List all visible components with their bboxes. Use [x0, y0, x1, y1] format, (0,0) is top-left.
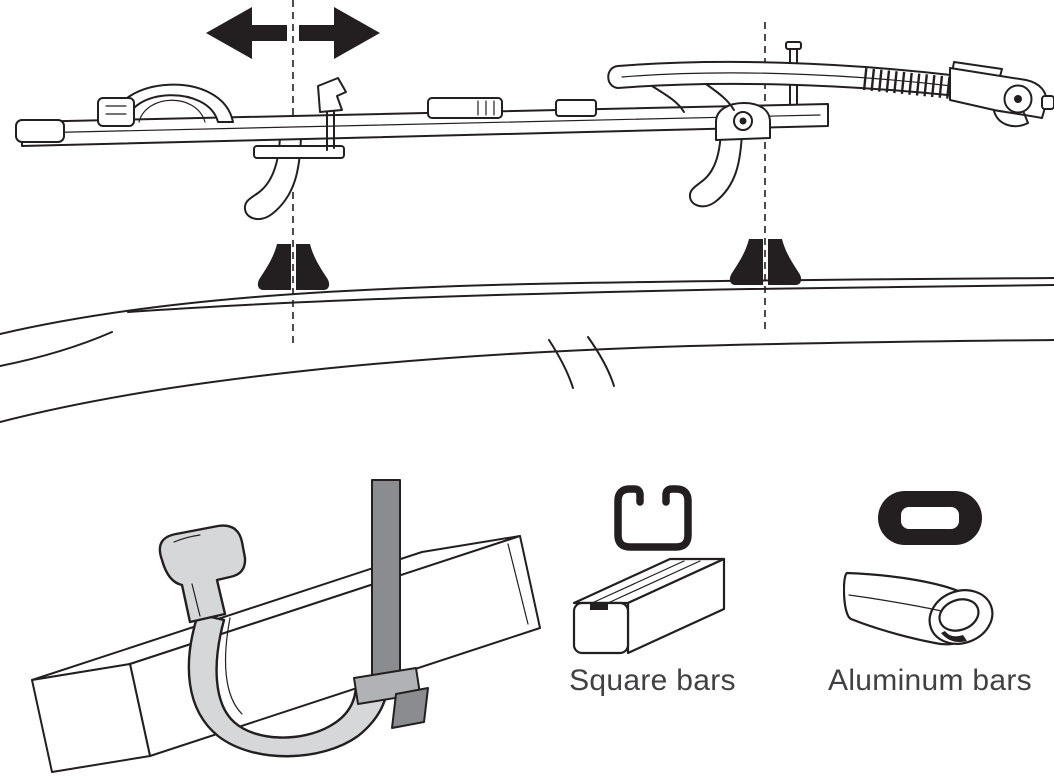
wheel-holder-hoop [111, 83, 234, 125]
wheel-holder-ratchet [97, 97, 135, 127]
arm-tensioner [949, 61, 1054, 128]
bar-type-square: Square bars [545, 484, 760, 698]
clamp-hook-head [158, 524, 247, 624]
crossbar-pad-rear [729, 239, 802, 285]
square-bar-drawing [572, 557, 725, 655]
rack-alignment-illustration [0, 0, 1054, 423]
tray-fitting [555, 99, 597, 117]
wheel-tray [21, 103, 829, 147]
rear-foot [715, 102, 771, 141]
wheel-strap-buckle [427, 97, 503, 119]
square-bar-profile-icon [613, 485, 692, 551]
bike-carrier-drawing [15, 41, 1054, 221]
bar-type-aluminum: Aluminum bars [806, 484, 1054, 698]
crossbar-pad-front [257, 244, 330, 290]
aluminum-bar-drawing [842, 571, 993, 646]
rear-clamp-claw [688, 129, 743, 208]
tray-end-cap [15, 119, 65, 143]
clamp-detail-illustration [31, 479, 541, 773]
move-right-arrow-icon [299, 7, 380, 59]
front-clamp-bracket [253, 145, 345, 159]
square-bars-label: Square bars [569, 664, 736, 697]
aluminum-bars-label: Aluminum bars [828, 664, 1032, 697]
clamp-strap [353, 479, 429, 729]
aluminum-bar-profile-icon [878, 491, 982, 545]
front-clamp-lever [317, 77, 347, 151]
move-left-arrow-icon [206, 7, 287, 59]
car-roof-outline [0, 277, 1054, 423]
